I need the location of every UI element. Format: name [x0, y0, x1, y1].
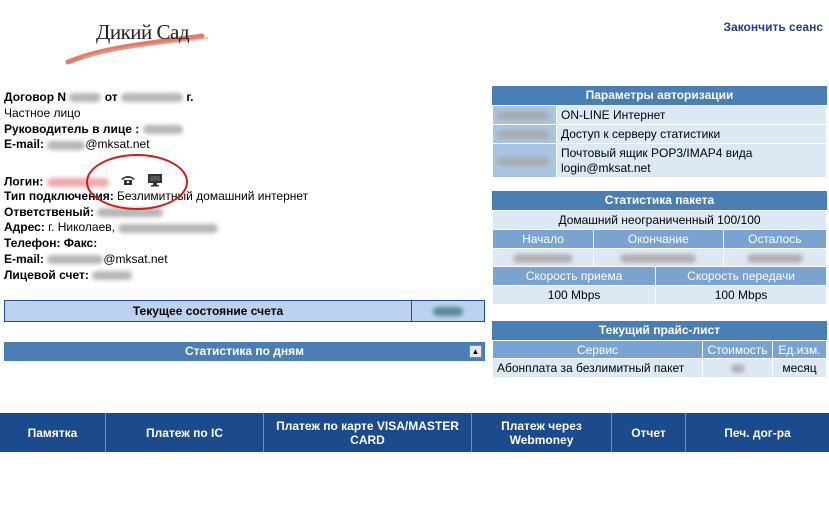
redacted-auth-value: [497, 156, 549, 166]
auth-row-label: Почтовый ящик POP3/IMAP4 вида: [561, 145, 753, 160]
redacted-start: [512, 253, 573, 263]
day-stats-title: Статистика по дням: [184, 344, 305, 358]
phone-fax-label: Телефон: Факс:: [4, 236, 98, 251]
column-header: Начало: [492, 229, 594, 249]
redacted-auth-value: [497, 111, 549, 121]
address-value: г. Николаев,: [48, 220, 115, 235]
person-type: Частное лицо: [4, 105, 81, 120]
balance-bar: Текущее состояние счета: [4, 300, 485, 322]
redacted-email-user: [47, 140, 86, 150]
contract-label: Договор N: [4, 90, 67, 104]
table-row: 100 Mbps 100 Mbps: [491, 285, 827, 305]
login-label: Логин:: [4, 174, 44, 189]
contract-from-label: от: [104, 90, 118, 104]
price-list-table: Сервис Стоимость Ед.изм. Абонплата за бе…: [492, 340, 827, 378]
redacted-director: [142, 124, 183, 134]
day-stats-header[interactable]: Статистика по дням ▲: [4, 342, 485, 361]
auth-row-label-2: login@mksat.net: [561, 160, 651, 175]
responsible-row: Ответственый:: [4, 205, 484, 221]
redacted-login: [46, 177, 109, 187]
director-row: Руководитель в лице :: [4, 122, 484, 138]
auth-params-panel: Параметры авторизации ON-LINE Интернет Д…: [492, 86, 827, 178]
responsible-label: Ответственый:: [4, 204, 94, 219]
contract-year-suffix: г.: [186, 90, 194, 104]
contract-email-label: E-mail:: [4, 137, 45, 152]
service-name: Абонплата за безлимитный пакет: [492, 358, 703, 378]
highlight-circle: [86, 154, 188, 210]
balance-value: [412, 301, 484, 321]
director-label: Руководитель в лице :: [4, 121, 140, 136]
upload-speed: 100 Mbps: [655, 285, 827, 305]
table-row: Почтовый ящик POP3/IMAP4 вида login@mksa…: [492, 143, 827, 178]
account-email-row: E-mail: @mksat.net: [4, 252, 484, 268]
nav-payment-webmoney[interactable]: Платеж через Webmoney: [472, 413, 612, 452]
table-row: Абонплата за безлимитный пакет месяц: [492, 358, 827, 378]
table-row: ON-LINE Интернет: [492, 105, 827, 125]
contract-row: Договор N от г.: [4, 90, 484, 106]
address-row: Адрес: г. Николаев,: [4, 220, 484, 236]
account-email-domain: @mksat.net: [103, 251, 168, 266]
package-stats-table: Домашний неограниченный 100/100 Начало О…: [491, 210, 828, 305]
account-email-label: E-mail:: [4, 251, 45, 266]
logo-text: Дикий Сад: [96, 20, 190, 44]
package-stats-title: Статистика пакета: [492, 191, 827, 210]
table-row: Домашний неограниченный 100/100: [492, 210, 827, 230]
redacted-contract-number: [69, 93, 102, 103]
customer-info: Договор N от г. Частное лицо Руководител…: [4, 90, 484, 284]
price-list-title: Текущий прайс-лист: [492, 321, 827, 340]
contract-email-row: E-mail: @mksat.net: [4, 137, 484, 153]
bottom-nav: Памятка Платеж по IC Платеж по карте VIS…: [0, 413, 829, 452]
package-name: Домашний неограниченный 100/100: [492, 210, 827, 230]
auth-params-table: ON-LINE Интернет Доступ к серверу статис…: [492, 105, 827, 178]
redacted-balance: [433, 306, 463, 316]
connection-type-row: Тип подключения: Безлимитный домашний ин…: [4, 189, 484, 205]
address-label: Адрес:: [4, 220, 45, 235]
column-header: Скорость передачи: [655, 266, 827, 286]
balance-label: Текущее состояние счета: [5, 301, 412, 321]
login-row: Логин:: [4, 173, 484, 189]
redacted-end: [620, 253, 697, 263]
table-row: Начало Окончание Осталось: [492, 229, 828, 249]
nav-payment-ic[interactable]: Платеж по IC: [106, 413, 264, 452]
redacted-price: [730, 364, 745, 374]
nav-memo[interactable]: Памятка: [0, 413, 106, 452]
column-header: Скорость приема: [491, 266, 657, 286]
redacted-account-email-user: [47, 255, 104, 265]
redacted-responsible: [97, 207, 164, 217]
redacted-remaining: [746, 253, 803, 263]
column-header: Окончание: [592, 229, 724, 249]
service-unit: месяц: [772, 358, 827, 378]
table-row: Доступ к серверу статистики: [492, 124, 827, 144]
column-header: Осталось: [722, 229, 828, 249]
table-row: Сервис Стоимость Ед.изм.: [492, 340, 827, 359]
phone-row: Телефон: Факс:: [4, 236, 484, 252]
redacted-address: [118, 223, 219, 233]
table-row: [492, 248, 828, 267]
logo-brush-stroke: [65, 33, 209, 65]
redacted-contract-date: [121, 93, 184, 103]
redacted-account-number: [92, 271, 133, 281]
column-header: Сервис: [492, 340, 703, 359]
column-header: Ед.изм.: [772, 340, 827, 359]
contract-email-domain: @mksat.net: [85, 137, 150, 152]
logo: Дикий Сад: [62, 14, 212, 70]
collapse-up-icon[interactable]: ▲: [469, 345, 482, 358]
redacted-auth-value: [497, 130, 549, 140]
price-list-panel: Текущий прайс-лист Сервис Стоимость Ед.и…: [492, 321, 827, 378]
table-row: Скорость приема Скорость передачи: [491, 266, 827, 286]
auth-row-label: Доступ к серверу статистики: [556, 124, 827, 144]
auth-params-title: Параметры авторизации: [492, 86, 827, 105]
account-number-label: Лицевой счет:: [4, 267, 89, 282]
auth-row-label: ON-LINE Интернет: [556, 105, 827, 125]
connection-type-label: Тип подключения:: [4, 188, 114, 203]
account-number-row: Лицевой счет:: [4, 268, 484, 284]
package-stats-panel: Статистика пакета Домашний неограниченны…: [491, 191, 828, 305]
download-speed: 100 Mbps: [491, 285, 657, 305]
nav-payment-card[interactable]: Платеж по карте VISA/MASTER CARD: [264, 413, 472, 452]
logout-link[interactable]: Закончить сеанс: [723, 20, 824, 34]
column-header: Стоимость: [702, 340, 773, 359]
nav-print-contract[interactable]: Печ. дог-ра: [724, 425, 791, 440]
nav-report[interactable]: Отчет: [612, 413, 686, 452]
